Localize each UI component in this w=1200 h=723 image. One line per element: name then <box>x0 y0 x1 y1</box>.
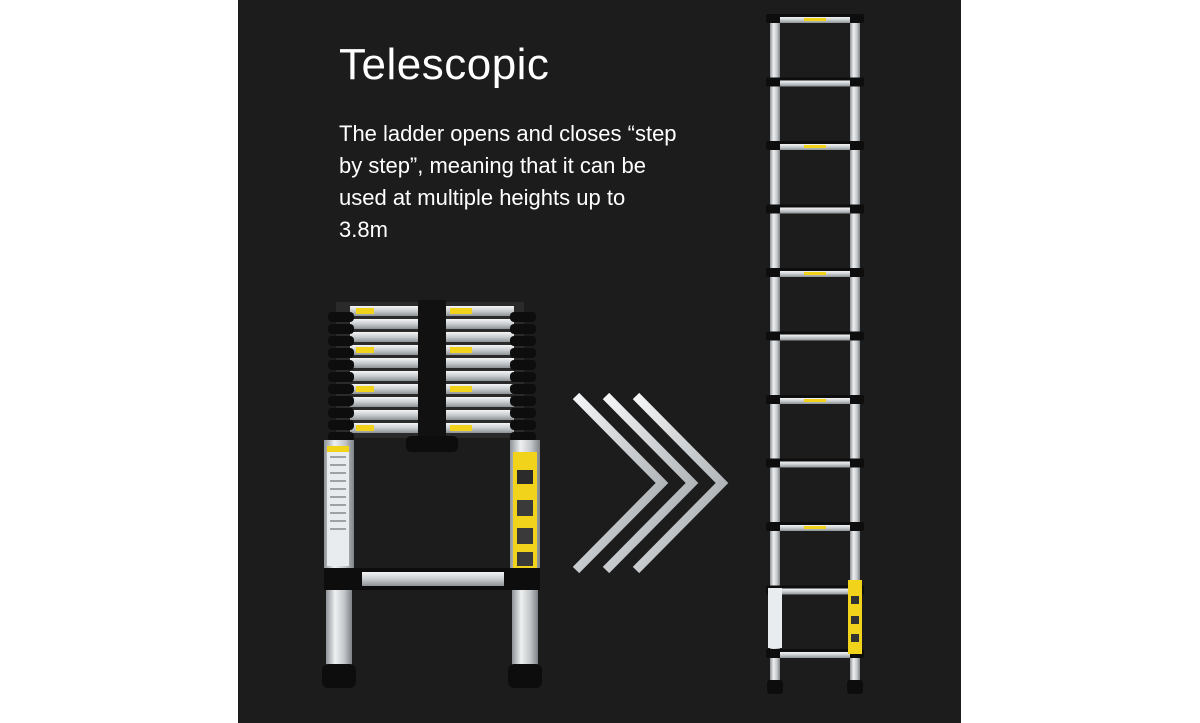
feature-title: Telescopic <box>339 40 550 89</box>
ladder-illustration <box>322 14 864 694</box>
feature-description: The ladder opens and closes “step by ste… <box>339 121 677 242</box>
extended-ladder-icon <box>766 14 864 694</box>
feature-panel: Telescopic The ladder opens and closes “… <box>238 0 961 723</box>
collapsed-ladder-icon <box>322 300 542 688</box>
triple-chevron-right-icon <box>572 392 729 574</box>
